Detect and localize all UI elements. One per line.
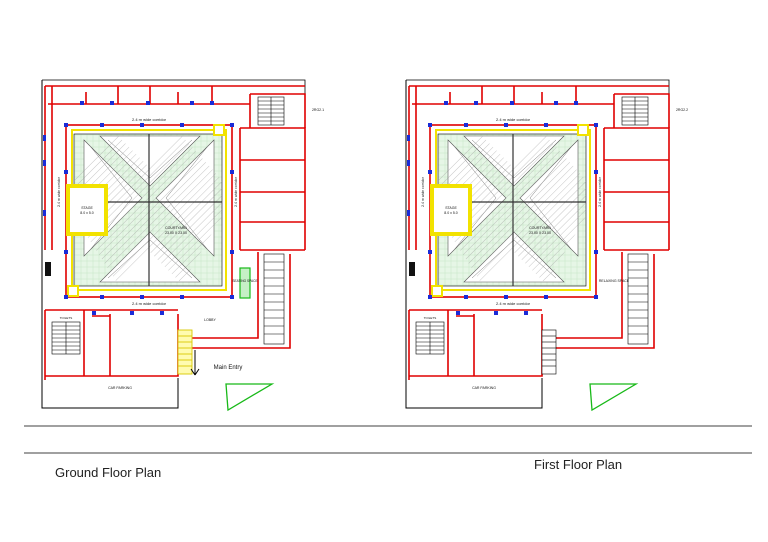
first-parking-label: CAR PARKING bbox=[472, 386, 496, 390]
first-stage-size: 8.0 x 5.0 bbox=[444, 211, 457, 215]
first-lobby-stair bbox=[541, 329, 557, 375]
first-floor-caption: First Floor Plan bbox=[534, 457, 623, 472]
ground-toilet-label: TOILETS bbox=[60, 316, 72, 320]
first-right-corridor-label: 2.4 m wide corridor bbox=[598, 176, 602, 207]
first-stair-note: 2RG2.2 bbox=[676, 108, 688, 112]
first-landscape-triangle bbox=[589, 383, 639, 412]
ground-courtyard-label: COURTYARD bbox=[165, 226, 187, 230]
ground-stair-note: 2RG2.1 bbox=[312, 108, 324, 112]
ground-right-corridor-label: 2.4 m wide corridor bbox=[234, 176, 238, 207]
ground-plan-structure bbox=[40, 78, 307, 410]
entry-arrow-icon bbox=[190, 350, 200, 376]
first-stage-label: STAGE bbox=[445, 206, 457, 210]
first-floor-plan: 2.4 m wide corridor 2.4 m wide corridor … bbox=[404, 78, 688, 412]
seating-space-area bbox=[239, 267, 251, 299]
landscape-triangle bbox=[225, 383, 275, 412]
first-space-label: RELAXING SPACE bbox=[599, 279, 630, 283]
entrance-steps bbox=[177, 329, 193, 375]
first-toilet-label: TOILETS bbox=[424, 316, 436, 320]
ground-entry-label: Main Entry bbox=[214, 365, 243, 371]
first-courtyard-size: 23.00 X 23.00 bbox=[529, 231, 551, 235]
ground-floor-plan: 2.4 m wide corridor 2.4 m wide corridor … bbox=[40, 78, 324, 412]
first-plan-structure bbox=[404, 78, 671, 410]
ground-bottom-corridor-label: 2.4 m wide corridor bbox=[132, 301, 167, 306]
first-courtyard-label: COURTYARD bbox=[529, 226, 551, 230]
ground-floor-caption: Ground Floor Plan bbox=[55, 465, 162, 480]
first-left-corridor-label: 2.4 m wide corridor bbox=[421, 176, 425, 207]
ground-parking-label: CAR PARKING bbox=[108, 386, 132, 390]
ground-courtyard-size: 23.00 X 23.00 bbox=[165, 231, 187, 235]
ground-lobby-label: LOBBY bbox=[204, 318, 216, 322]
ground-stage-size: 8.0 x 5.0 bbox=[80, 211, 93, 215]
first-top-corridor-label: 2.4 m wide corridor bbox=[496, 117, 531, 122]
ground-top-corridor-label: 2.4 m wide corridor bbox=[132, 117, 167, 122]
ground-space-label: SEATING SPACE bbox=[232, 279, 257, 283]
ground-left-corridor-label: 2.4 m wide corridor bbox=[57, 176, 61, 207]
first-bottom-corridor-label: 2.4 m wide corridor bbox=[496, 301, 531, 306]
ground-stage-label: STAGE bbox=[81, 206, 93, 210]
